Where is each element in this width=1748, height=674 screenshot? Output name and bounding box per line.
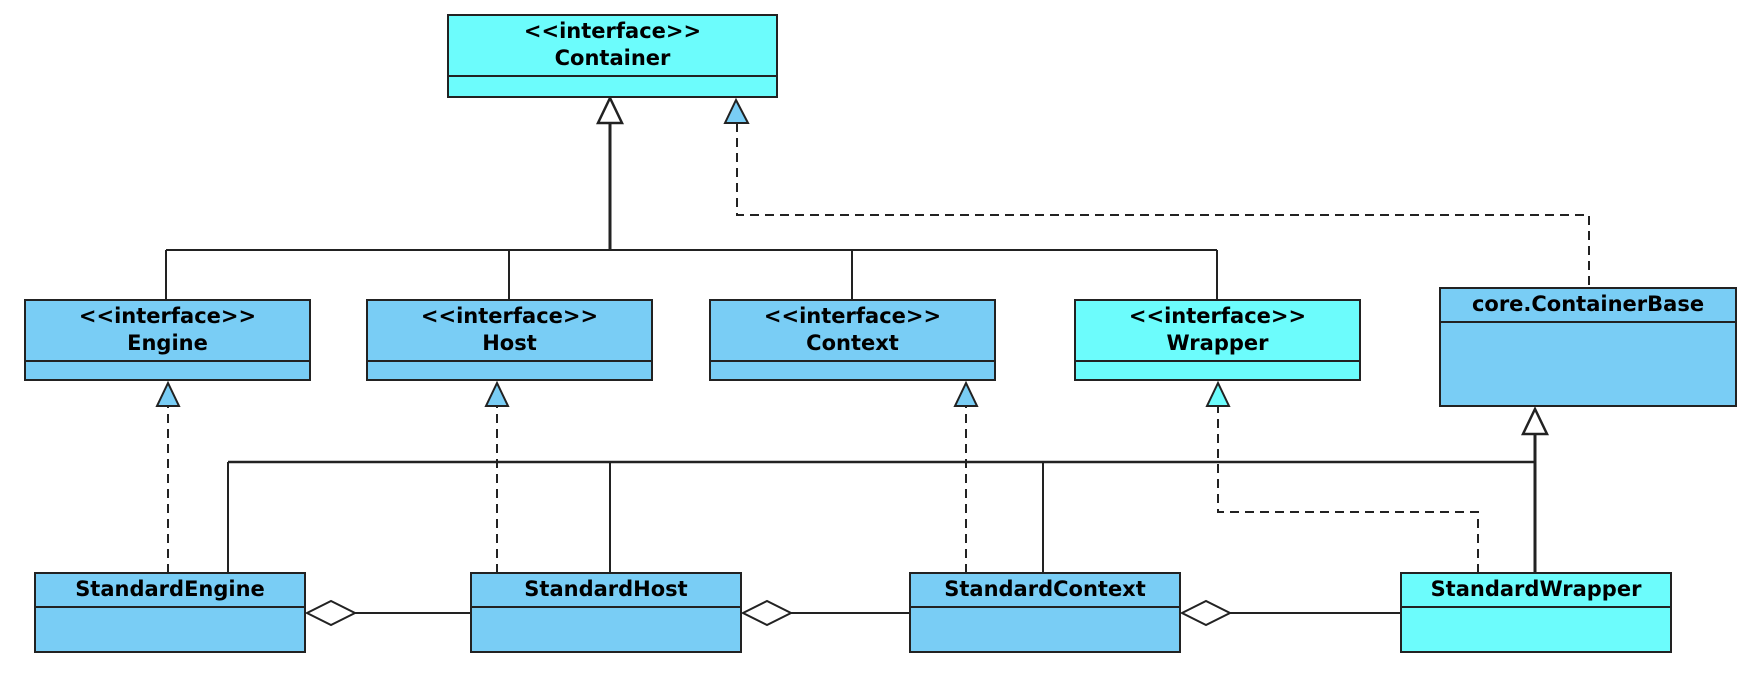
class-wrapper[interactable]: <<interface>> Wrapper — [1074, 299, 1361, 381]
class-standard-engine-header: StandardEngine — [36, 574, 304, 608]
realization-arrowhead-context — [953, 380, 979, 407]
class-context[interactable]: <<interface>> Context — [709, 299, 996, 381]
realization-standardwrapper-wrapper — [1217, 406, 1479, 573]
class-engine-body — [26, 362, 309, 379]
class-wrapper-body — [1076, 362, 1359, 379]
class-container-base-body — [1441, 323, 1735, 405]
class-engine[interactable]: <<interface>> Engine — [24, 299, 311, 381]
realization-arrowhead-host — [484, 380, 510, 407]
class-wrapper-header: <<interface>> Wrapper — [1076, 301, 1359, 362]
class-standard-context[interactable]: StandardContext — [909, 572, 1181, 653]
class-context-name: Context — [806, 331, 899, 355]
aggregation-diamond-engine — [304, 599, 358, 627]
class-container-body — [449, 77, 776, 96]
class-standard-wrapper-name: StandardWrapper — [1430, 577, 1642, 601]
class-container-stereotype: <<interface>> — [523, 19, 702, 43]
class-wrapper-name: Wrapper — [1166, 331, 1269, 355]
realization-arrowhead-container — [723, 97, 750, 124]
class-standard-context-header: StandardContext — [911, 574, 1179, 608]
class-host[interactable]: <<interface>> Host — [366, 299, 653, 381]
class-host-stereotype: <<interface>> — [420, 304, 599, 328]
class-standard-host-body — [472, 608, 740, 651]
class-container-base-header: core.ContainerBase — [1441, 289, 1735, 323]
class-engine-header: <<interface>> Engine — [26, 301, 309, 362]
class-standard-host[interactable]: StandardHost — [470, 572, 742, 653]
class-engine-name: Engine — [127, 331, 208, 355]
class-context-body — [711, 362, 994, 379]
class-container[interactable]: <<interface>> Container — [447, 14, 778, 98]
class-host-header: <<interface>> Host — [368, 301, 651, 362]
class-wrapper-stereotype: <<interface>> — [1128, 304, 1307, 328]
class-standard-engine-name: StandardEngine — [75, 577, 265, 601]
class-standard-engine[interactable]: StandardEngine — [34, 572, 306, 653]
realization-arrowhead-wrapper — [1205, 380, 1231, 407]
hollow-triangle-arrowhead-containerbase — [1521, 406, 1549, 436]
class-container-name: Container — [554, 46, 671, 70]
class-container-base-name: core.ContainerBase — [1471, 292, 1705, 316]
class-standard-host-header: StandardHost — [472, 574, 740, 608]
class-host-body — [368, 362, 651, 379]
class-container-base[interactable]: core.ContainerBase — [1439, 287, 1737, 407]
class-standard-context-body — [911, 608, 1179, 651]
class-standard-wrapper-body — [1402, 608, 1670, 651]
realization-containerbase-container — [736, 122, 1590, 285]
class-host-name: Host — [482, 331, 537, 355]
realization-arrowhead-engine — [155, 380, 181, 407]
class-container-header: <<interface>> Container — [449, 16, 776, 77]
class-engine-stereotype: <<interface>> — [78, 304, 257, 328]
class-standard-host-name: StandardHost — [524, 577, 688, 601]
class-standard-wrapper-header: StandardWrapper — [1402, 574, 1670, 608]
class-standard-context-name: StandardContext — [944, 577, 1146, 601]
class-standard-wrapper[interactable]: StandardWrapper — [1400, 572, 1672, 653]
class-context-stereotype: <<interface>> — [763, 304, 942, 328]
class-context-header: <<interface>> Context — [711, 301, 994, 362]
aggregation-diamond-host — [740, 599, 794, 627]
hollow-triangle-arrowhead-container — [596, 95, 624, 125]
aggregation-diamond-context — [1179, 599, 1233, 627]
class-standard-engine-body — [36, 608, 304, 651]
